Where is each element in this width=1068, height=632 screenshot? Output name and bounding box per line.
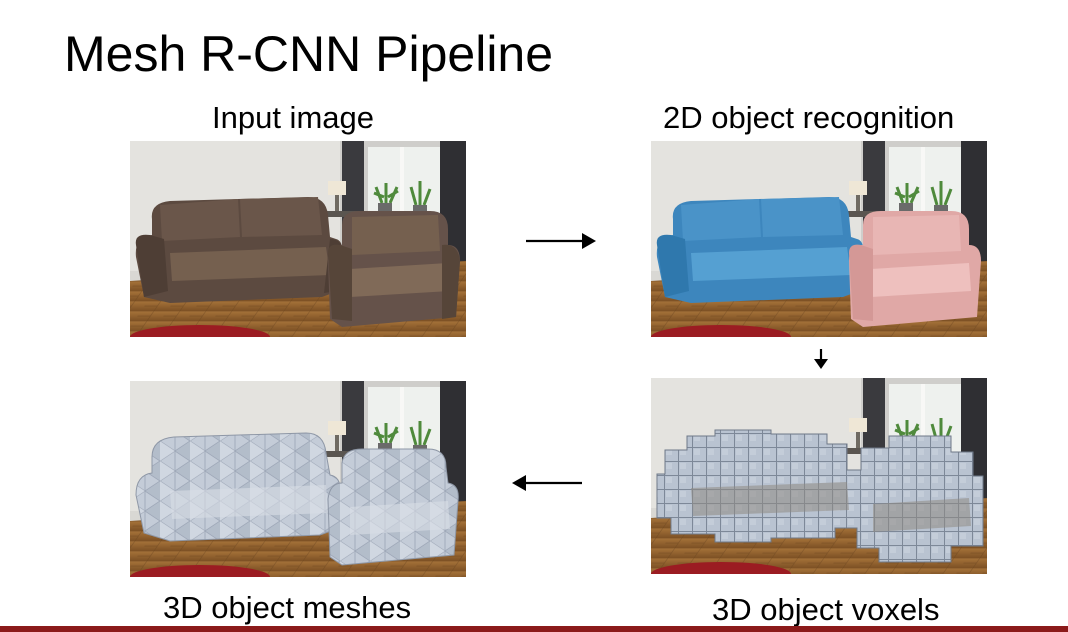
meshed-sofas-photo bbox=[130, 381, 466, 577]
3d-object-voxels-panel bbox=[651, 378, 987, 574]
input-image-panel bbox=[130, 141, 466, 337]
2d-object-recognition-panel bbox=[651, 141, 987, 337]
caption-3d-object-meshes: 3D object meshes bbox=[163, 590, 412, 625]
caption-2d-object-recognition: 2D object recognition bbox=[663, 100, 955, 135]
voxelized-sofas-photo bbox=[651, 378, 987, 574]
caption-3d-object-voxels: 3D object voxels bbox=[712, 592, 940, 627]
arrow-right-icon bbox=[524, 230, 598, 252]
3d-object-meshes-panel bbox=[130, 381, 466, 577]
slide-title: Mesh R-CNN Pipeline bbox=[64, 26, 554, 82]
arrow-left-icon bbox=[510, 472, 584, 494]
arrow-down-icon bbox=[811, 347, 831, 371]
segmented-sofas-photo bbox=[651, 141, 987, 337]
bottom-accent-rule bbox=[0, 626, 1068, 632]
caption-input-image: Input image bbox=[212, 100, 374, 135]
living-room-sofas-photo bbox=[130, 141, 466, 337]
